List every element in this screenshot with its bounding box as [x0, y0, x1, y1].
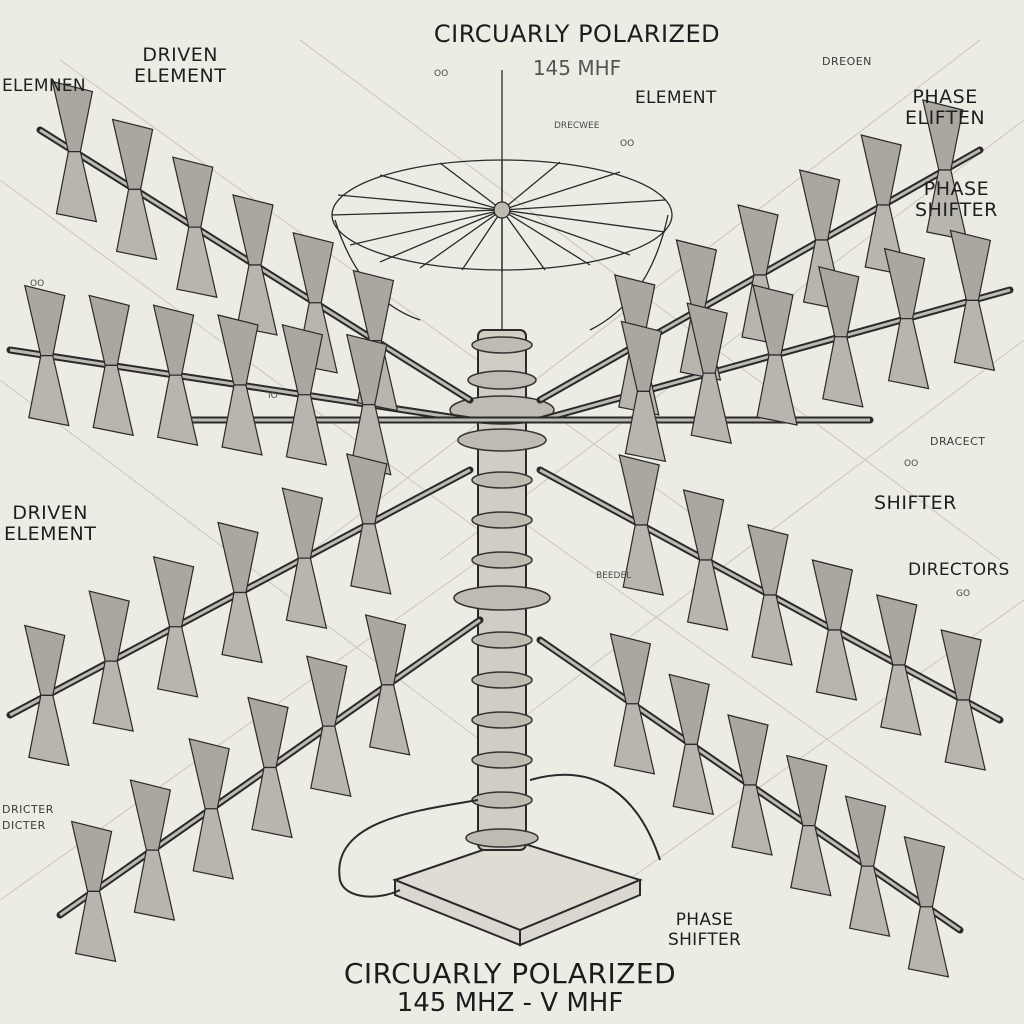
label-dreoen: DREOEN	[822, 55, 872, 68]
yagi-elements	[23, 80, 996, 978]
yagi-element	[217, 521, 263, 664]
yagi-element	[217, 314, 263, 456]
yagi-element	[682, 489, 729, 631]
small-mark-1: OO	[434, 69, 449, 79]
yagi-element	[921, 99, 968, 241]
yagi-element	[620, 320, 667, 463]
yagi-element	[247, 696, 293, 839]
label-driven-element-top-line2: ELEMENT	[134, 65, 227, 87]
small-mark-5: GO	[956, 589, 971, 599]
yagi-element	[171, 156, 218, 298]
yagi-element	[88, 590, 134, 732]
top-title: CIRCUARLY POLARIZED 145 MHF	[396, 22, 758, 78]
label-elemnen: ELEMNEN	[2, 76, 86, 96]
yagi-element	[305, 655, 352, 797]
yagi-element	[817, 265, 864, 408]
label-phase-eliften-line2: ELIFTEN	[905, 107, 986, 129]
top-title-line2: 145 MHF	[532, 56, 622, 80]
yagi-element	[70, 820, 117, 963]
yagi-element	[152, 555, 199, 698]
label-phase-shifter-right-line1: PHASE	[923, 178, 990, 200]
label-phase-eliften: PHASE ELIFTEN	[905, 88, 985, 128]
yagi-element	[940, 629, 986, 771]
yagi-element	[686, 302, 732, 444]
yagi-element	[609, 632, 656, 775]
bottom-title: CIRCUARLY POLARIZED 145 MHZ - V MHF	[300, 957, 720, 1018]
label-phase-shifter-bottom-line1: PHASE	[675, 910, 734, 930]
yagi-element	[752, 284, 798, 426]
label-phase-shifter-right: PHASE SHIFTER	[915, 180, 998, 220]
label-drecwee: DRECWEE	[554, 121, 600, 131]
label-phase-shifter-right-line2: SHIFTER	[915, 199, 998, 221]
small-mark-2: IO	[268, 391, 278, 401]
label-driven-element-left-line2: ELEMENT	[4, 523, 97, 545]
yagi-element	[88, 294, 134, 437]
yagi-element	[844, 795, 891, 937]
small-mark-4: OO	[30, 279, 45, 289]
yagi-element	[727, 714, 773, 856]
label-phase-eliften-line1: PHASE	[912, 86, 978, 108]
yagi-element	[747, 524, 793, 666]
mast	[392, 329, 643, 947]
yagi-element	[188, 737, 234, 880]
yagi-element	[23, 284, 70, 427]
yagi-element	[364, 614, 411, 756]
yagi-element	[875, 594, 922, 736]
label-shifter-right: SHIFTER	[874, 492, 957, 514]
top-title-line1: CIRCUARLY POLARIZED	[433, 20, 721, 48]
feed-cable	[338, 773, 661, 898]
yagi-element	[883, 247, 930, 390]
small-mark-3: OO	[620, 139, 635, 149]
top-radial-hat	[331, 70, 673, 331]
yagi-element	[903, 835, 950, 978]
label-driven-element-top: DRIVEN ELEMENT	[134, 46, 226, 86]
label-element-top: ELEMENT	[635, 88, 717, 108]
label-phase-shifter-bottom: PHASE SHIFTER	[668, 912, 741, 949]
label-driven-element-top-line1: DRIVEN	[142, 44, 218, 66]
yagi-element	[111, 118, 158, 261]
yagi-element	[152, 304, 199, 446]
yagi-element	[618, 454, 664, 596]
yagi-element	[949, 229, 996, 372]
bottom-title-line1: CIRCUARLY POLARIZED	[343, 957, 677, 990]
yagi-element	[281, 487, 328, 629]
yagi-element	[51, 80, 98, 223]
yagi-element	[345, 453, 392, 595]
label-dricter-left: DRICTER DICTER	[2, 804, 54, 831]
yagi-element	[668, 673, 714, 816]
label-driven-element-left-line1: DRIVEN	[12, 502, 88, 524]
label-dricter-left-line2: DICTER	[2, 819, 46, 832]
yagi-element	[232, 194, 278, 336]
bottom-title-line2: 145 MHZ - V MHF	[396, 988, 624, 1018]
label-dricter-left-line1: DRICTER	[2, 803, 54, 816]
yagi-element	[129, 779, 176, 921]
label-directors: DIRECTORS	[908, 560, 1010, 580]
label-dracect: DRACECT	[930, 435, 986, 448]
yagi-element	[811, 559, 858, 701]
yagi-element	[785, 754, 832, 897]
yagi-element	[23, 624, 70, 767]
label-phase-shifter-bottom-line2: SHIFTER	[668, 930, 742, 950]
label-driven-element-left: DRIVEN ELEMENT	[4, 504, 96, 544]
small-mark-6: OO	[904, 459, 919, 469]
yagi-element	[281, 323, 328, 466]
label-beedel: BEEDEL	[596, 571, 632, 581]
